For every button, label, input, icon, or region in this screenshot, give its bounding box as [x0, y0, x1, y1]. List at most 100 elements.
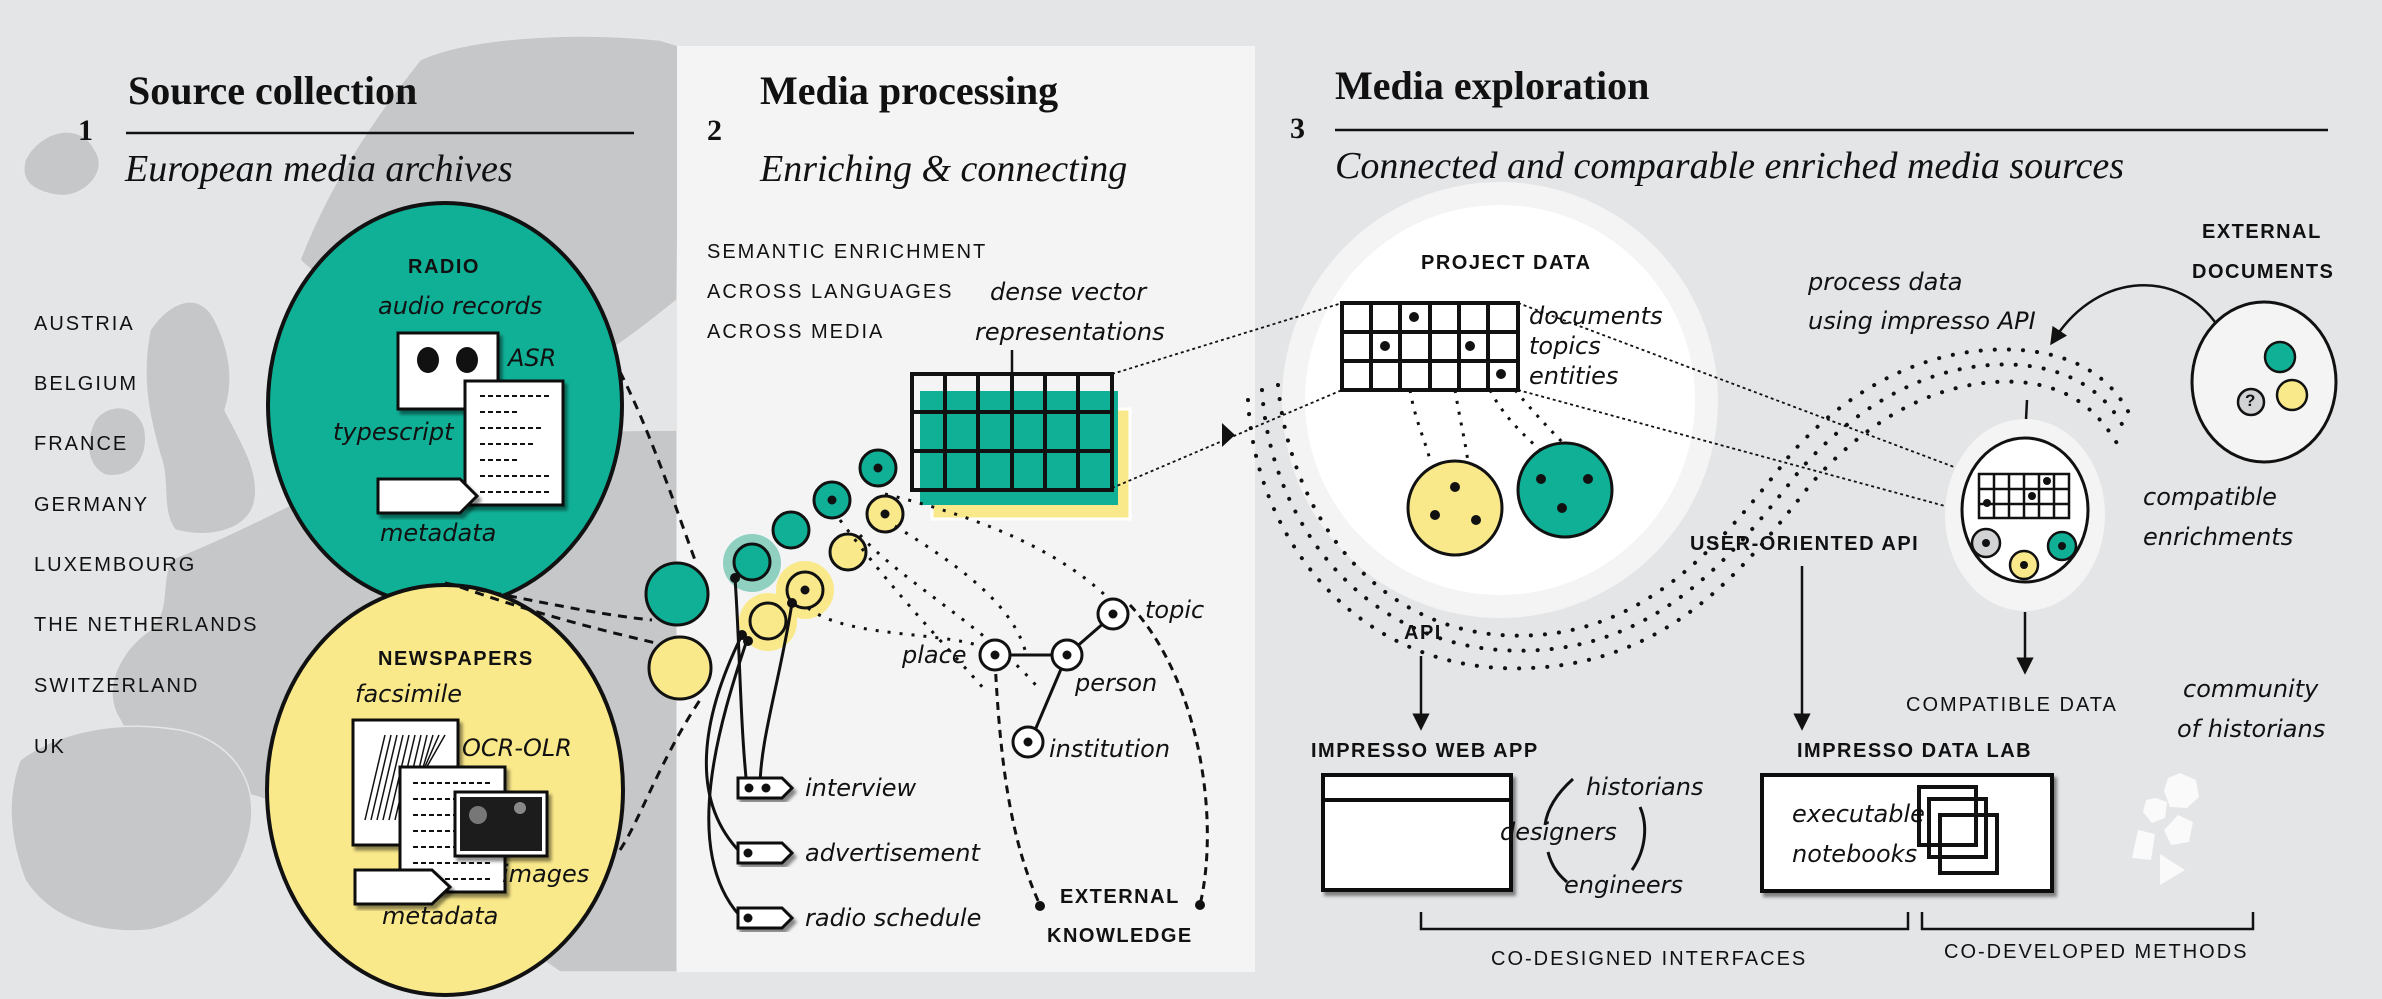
radio-metadata-tag — [376, 477, 480, 515]
external-knowledge-links — [993, 603, 1209, 906]
capability-media: ACROSS MEDIA — [707, 321, 885, 343]
capability-semantic: SEMANTIC ENRICHMENT — [707, 241, 988, 263]
role-designers: designers — [1500, 818, 1617, 846]
co-designed-bracket — [1419, 912, 1910, 931]
project-row-documents: documents — [1529, 302, 1663, 330]
tag-advertisement-label: advertisement — [805, 839, 980, 867]
role-historians: historians — [1586, 773, 1704, 801]
tag-radio-schedule-dot — [743, 913, 753, 923]
project-data-grid — [1340, 301, 1520, 392]
external-documents-line2: DOCUMENTS — [2192, 261, 2335, 283]
link-dots — [730, 573, 797, 646]
newspapers-facsimile-label: facsimile — [355, 680, 463, 708]
vector-grid — [910, 372, 1114, 492]
node-teal-4-dot — [873, 463, 883, 473]
tag-interview-dot-2 — [761, 783, 771, 793]
section1-title: Source collection — [128, 68, 418, 113]
node-yellow-4-dot — [880, 509, 890, 519]
compatible-grid-dots — [1983, 477, 2051, 507]
tag-links — [704, 577, 794, 918]
audio-reel-right — [456, 347, 478, 373]
newspapers-heading: NEWSPAPERS — [378, 648, 534, 670]
node-yellow-2-dot — [800, 585, 810, 595]
map-iceland — [23, 131, 101, 197]
country-item: LUXEMBOURG — [34, 554, 197, 576]
typescript-lines — [480, 395, 550, 493]
tag-interview-label: interview — [805, 774, 917, 802]
newspapers-images-label: images — [502, 860, 590, 888]
newspaper-image — [453, 790, 549, 858]
projection-lines — [1111, 302, 1979, 516]
country-item: GERMANY — [34, 494, 150, 516]
external-documents-line1: EXTERNAL — [2202, 221, 2322, 243]
section2-subtitle: Enriching & connecting — [760, 148, 1128, 190]
notebooks-icon — [1917, 785, 1999, 875]
source-connectors — [444, 371, 702, 851]
co-developed-bracket — [1920, 912, 2255, 931]
role-engineers: engineers — [1564, 871, 1683, 899]
entity-dotted-links — [807, 492, 1112, 691]
country-item: THE NETHERLANDS — [34, 614, 259, 636]
entity-node-person-dot — [1062, 650, 1072, 660]
map-ireland — [87, 406, 147, 477]
notebooks-line2: notebooks — [1792, 840, 1918, 868]
newspapers-ocr-label: OCR-OLR — [462, 734, 572, 762]
process-data-line1: process data — [1808, 268, 1963, 296]
flow-arrow-icon — [1222, 423, 1235, 447]
entity-node-topic-dot — [1108, 609, 1118, 619]
entry-newspaper-node — [647, 635, 713, 701]
entity-place-label: place — [902, 641, 967, 669]
community-shapes — [2132, 773, 2199, 885]
project-row-entities: entities — [1529, 362, 1619, 390]
web-app-window — [1321, 773, 1513, 892]
country-item: UK — [34, 736, 66, 758]
project-yellow-cluster — [1406, 459, 1504, 557]
map-iberia — [10, 725, 253, 932]
tag-interview-dot-1 — [744, 783, 754, 793]
ek-dot-left — [1035, 901, 1045, 911]
web-app-label: IMPRESSO WEB APP — [1311, 740, 1539, 762]
ek-dot-right — [1195, 900, 1205, 910]
external-knowledge-line2: KNOWLEDGE — [1047, 925, 1193, 947]
external-docs-arrow — [2050, 284, 2219, 346]
capability-languages: ACROSS LANGUAGES — [707, 281, 954, 303]
tag-radio-schedule-label: radio schedule — [805, 904, 982, 932]
user-oriented-api-label: USER-ORIENTED API — [1690, 533, 1920, 555]
yellow-cluster-dots — [1430, 482, 1481, 525]
section2-number: 2 — [707, 114, 722, 147]
compatible-data-label: COMPATIBLE DATA — [1906, 694, 2118, 716]
notebooks-line1: executable — [1792, 800, 1925, 828]
radio-audio-records-label: audio records — [378, 292, 543, 320]
compatible-enrichments-line2: enrichments — [2143, 523, 2294, 551]
api-dot-swirl — [1246, 347, 2132, 671]
api-label: API — [1404, 622, 1442, 644]
node-teal-3-dot — [827, 495, 837, 505]
project-row-topics: topics — [1529, 332, 1601, 360]
radio-typescript-label: typescript — [333, 418, 454, 446]
data-lab-label: IMPRESSO DATA LAB — [1797, 740, 2033, 762]
community-line1: community — [2183, 675, 2319, 703]
entity-person-label: person — [1075, 669, 1158, 697]
project-data-heading: PROJECT DATA — [1421, 252, 1592, 274]
entity-topic-label: topic — [1145, 596, 1205, 624]
radio-asr-label: ASR — [508, 344, 557, 372]
compatible-yellow-dot — [2020, 561, 2028, 569]
entity-node-place-dot — [990, 650, 1000, 660]
newspapers-metadata-label: metadata — [382, 902, 499, 930]
section1-number: 1 — [78, 114, 93, 147]
section3-number: 3 — [1290, 112, 1305, 145]
external-documents-circle — [2190, 300, 2338, 464]
compatible-teal-dot — [2058, 542, 2066, 550]
tag-advertisement-dot — [743, 848, 753, 858]
section1-subtitle: European media archives — [125, 148, 513, 190]
process-data-line2: using impresso API — [1808, 307, 2036, 335]
section2-title: Media processing — [760, 68, 1059, 113]
tag-advertisement-shape — [736, 841, 795, 865]
vector-label-line1: dense vector — [990, 278, 1147, 306]
co-designed-label: CO-DESIGNED INTERFACES — [1491, 948, 1808, 970]
entity-node-institution-dot — [1023, 737, 1033, 747]
external-yellow-doc — [2275, 378, 2309, 412]
country-item: FRANCE — [34, 433, 129, 455]
node-yellow-3 — [828, 532, 868, 572]
